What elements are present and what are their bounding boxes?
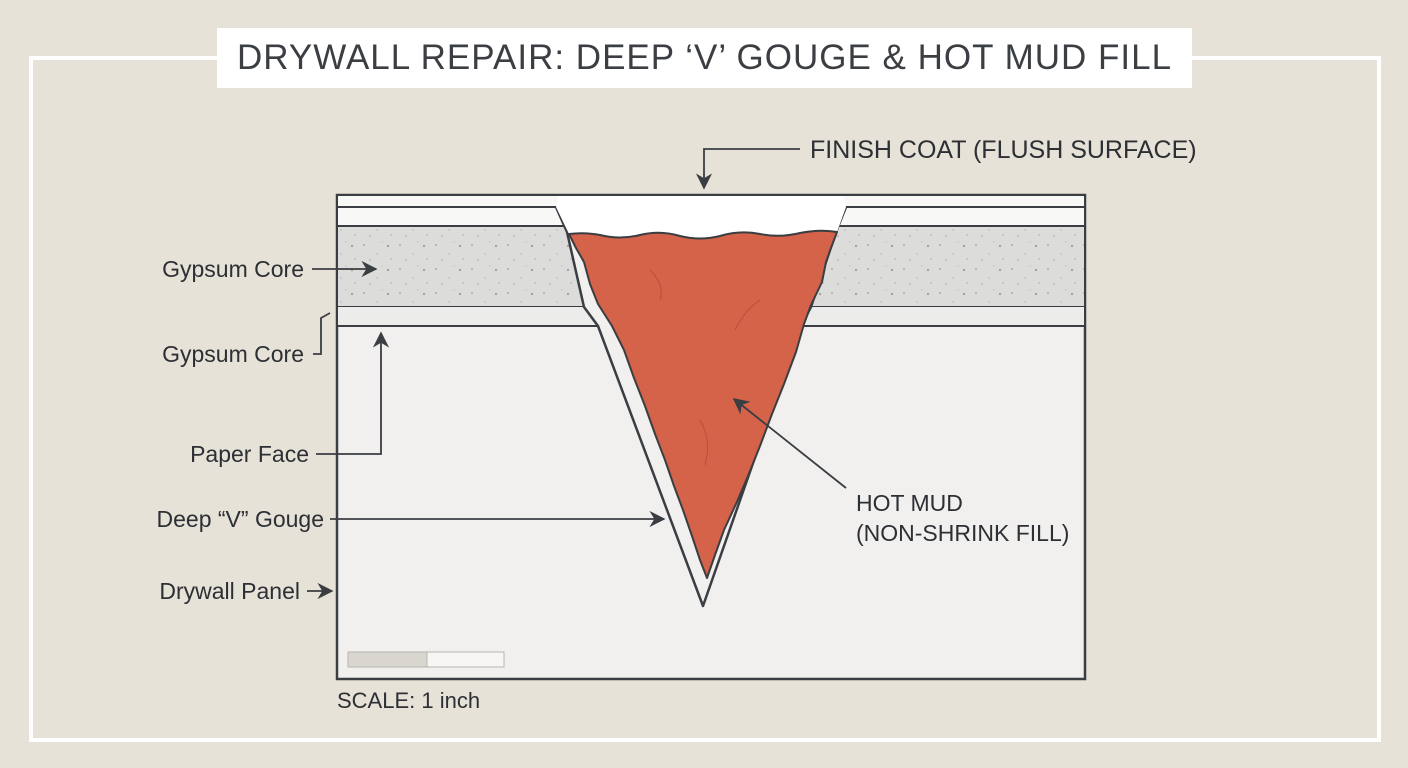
hot-mud-leader (732, 397, 847, 489)
hot-mud-fill (568, 229, 838, 579)
hot-mud-texture-2 (649, 269, 662, 301)
hot-mud-texture-1 (734, 299, 761, 331)
gypsum-core-label-1: Gypsum Core (162, 256, 304, 282)
gypsum-core-label-2: Gypsum Core (162, 341, 304, 367)
paper-face-label: Paper Face (190, 441, 309, 467)
scale-bar-filled (347, 651, 428, 668)
hot-mud-label-line1: HOT MUD (856, 490, 963, 516)
paper-face-leader (316, 331, 390, 455)
hot-mud-label-line2: (NON-SHRINK FILL) (856, 520, 1069, 546)
drywall-panel-label: Drywall Panel (159, 578, 300, 604)
finish-coat-leader (695, 148, 800, 190)
scale-label: SCALE: 1 inch (337, 688, 480, 713)
scale-bar-empty (426, 651, 505, 668)
gouge-label: Deep “V” Gouge (157, 506, 324, 532)
hot-mud-texture-3 (699, 419, 709, 466)
finish-coat-fill (556, 196, 846, 239)
gypsum-core-2-leader (313, 312, 331, 355)
diagram-title: DRYWALL REPAIR: DEEP ‘V’ GOUGE & HOT MUD… (217, 28, 1192, 88)
finish-coat-label: FINISH COAT (FLUSH SURFACE) (810, 136, 1197, 164)
